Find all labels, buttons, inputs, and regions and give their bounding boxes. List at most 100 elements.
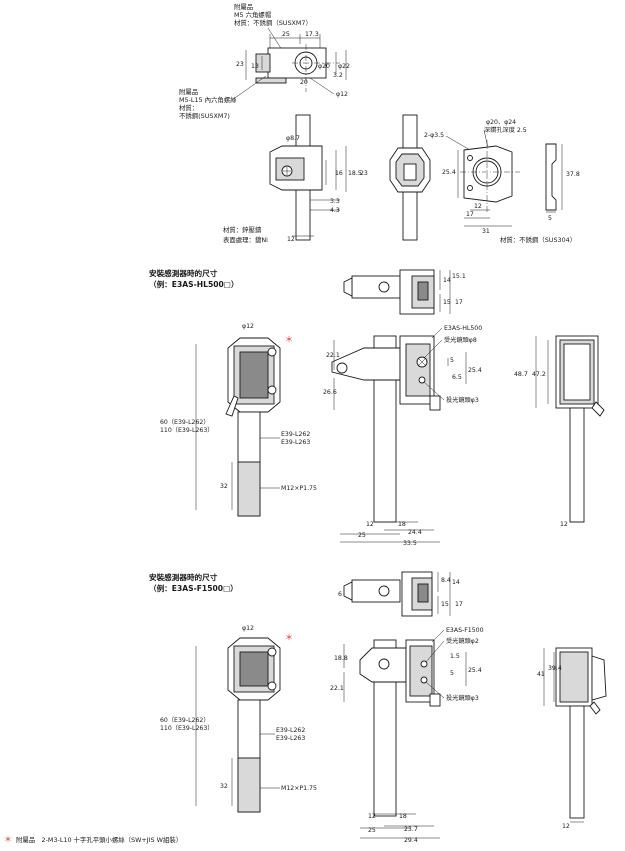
s2-dim-6: 6 [338, 591, 342, 598]
bracket-side-views: φ8.7 16 18.5 23 3.3 4.3 12 材質：鋅壓鑄 表面處理：鍍… [223, 114, 431, 244]
plate-dim-12: 12 [474, 203, 482, 210]
s2-part-l263: E39-L263 [276, 735, 305, 742]
s2-tx-note: 投光鏡頭φ3 [446, 694, 479, 702]
s2-star-mark: ＊ [285, 633, 293, 642]
section1-subtitle: （例：E3AS-HL500□） [149, 279, 239, 289]
s1-dim-12b: 12 [560, 521, 568, 528]
section-f1500: 安裝感測器時的尺寸 （例：E3AS-F1500□） 6 8.4 14 15 17… [149, 571, 607, 844]
s1-dim-12: 12 [366, 521, 374, 528]
material-finish: 表面處理：鍍Ni [223, 235, 268, 244]
accessory2-line2: M5-L15 內六角螺絲 [179, 95, 237, 104]
footnote-text: 附屬品 2-M3-L10 十字孔平頭小螺絲（SW+JIS W組裝） [16, 835, 182, 844]
accessory2-line4: 不銹鋼(SUSXM7) [179, 111, 230, 120]
dim-17-3: 17.3 [305, 31, 319, 38]
dim-4-3: 4.3 [330, 207, 340, 214]
s1-dim-14: 14 [443, 277, 451, 284]
dim-16: 16 [335, 170, 343, 177]
dim-phi8-7: φ8.7 [286, 135, 300, 142]
s2-model: E3AS-F1500 [446, 627, 484, 634]
s2-dim-15: 15 [441, 601, 449, 608]
plate-dim-31: 31 [482, 228, 490, 235]
s2-dim-32: 32 [220, 783, 228, 790]
s1-dim-33-5: 33.5 [403, 540, 417, 547]
dim-13: 13 [251, 63, 259, 70]
dim-3-3: 3.3 [330, 198, 340, 205]
s1-length-110: 110（E39-L263） [160, 427, 213, 434]
s1-part-l263: E39-L263 [281, 439, 310, 446]
s1-length-60: 60（E39-L262） [160, 419, 210, 426]
dim-25: 25 [282, 31, 290, 38]
plate-dim-25-4: 25.4 [442, 169, 456, 176]
section-hl500: 安裝感測器時的尺寸 （例：E3AS-HL500□） 14 15.1 15 17 … [149, 268, 605, 547]
plate-material: 材質：不銹鋼（SUS304） [500, 235, 576, 244]
dim-phi20: φ20 [318, 63, 330, 70]
s1-dim-25-4: 25.4 [468, 367, 482, 374]
s1-dim-5: 5 [450, 357, 454, 364]
bracket-top-view: 附屬品 M5 六角螺帽 材質：不銹鋼（SUSXM7） 25 17.3 23 13… [179, 2, 350, 120]
accessory2-line1: 附屬品 [179, 87, 198, 96]
dim-23: 23 [236, 61, 244, 68]
s2-length-110: 110（E39-L263） [160, 725, 213, 732]
plate-hole-note: 2-φ3.5 [424, 132, 444, 139]
s1-rx-note: 受光鏡頭φ8 [444, 336, 477, 344]
plate-dim-17: 17 [466, 211, 474, 218]
s1-dim-24-4: 24.4 [408, 529, 422, 536]
s2-dim-17: 17 [455, 601, 463, 608]
s1-part-l262: E39-L262 [281, 431, 310, 438]
dim-phi22: φ22 [338, 63, 350, 70]
dim-12: 12 [287, 236, 295, 243]
dim-20: 20 [300, 79, 308, 86]
plate-dim-37-8: 37.8 [566, 171, 580, 178]
s1-tx-note: 投光鏡頭φ3 [446, 396, 479, 404]
s1-dim-48-7: 48.7 [514, 371, 528, 378]
s2-dim-25: 25 [368, 827, 376, 834]
dim-18-5: 18.5 [348, 170, 362, 177]
s2-dim-39-4: 39.4 [548, 665, 562, 672]
s1-star-mark: ＊ [285, 335, 293, 344]
s1-dim-6-5: 6.5 [452, 374, 462, 381]
s2-dim-14: 14 [452, 579, 460, 586]
plate-counterbore-2: 深鑽孔深度 2.5 [484, 126, 527, 134]
s1-dim-47-2: 47.2 [532, 371, 546, 378]
accessory1-line3: 材質：不銹鋼（SUSXM7） [234, 18, 312, 27]
s2-dim-25-4: 25.4 [468, 667, 482, 674]
section2-subtitle: （例：E3AS-F1500□） [149, 583, 238, 593]
s2-dim-5: 5 [450, 670, 454, 677]
s1-dim-26-6: 26.6 [323, 389, 337, 396]
footnote: ＊ 附屬品 2-M3-L10 十字孔平頭小螺絲（SW+JIS W組裝） [4, 835, 182, 844]
s2-dim-22-1: 22.1 [330, 685, 344, 692]
mounting-plate: 2-φ3.5 φ20、φ24 深鑽孔深度 2.5 25.4 12 17 31 3… [424, 119, 580, 244]
s1-dim-15-1: 15.1 [452, 273, 466, 280]
s2-dim-18: 18 [399, 813, 407, 820]
s2-length-60: 60（E39-L262） [160, 717, 210, 724]
s2-dim-18-8: 18.8 [334, 655, 348, 662]
s2-thread: M12×P1.75 [281, 785, 317, 792]
section1-title: 安裝感測器時的尺寸 [149, 268, 218, 278]
s1-dim-22-1: 22.1 [326, 352, 340, 359]
s2-dim-29-4: 29.4 [404, 837, 418, 844]
accessory1-line2: M5 六角螺帽 [234, 10, 271, 19]
s2-dim-12: 12 [368, 813, 376, 820]
s1-dim-32: 32 [220, 483, 228, 490]
accessory2-line3: 材質： [179, 103, 198, 112]
s2-dim-8-4: 8.4 [441, 577, 451, 584]
footnote-mark: ＊ [4, 835, 12, 844]
s2-part-l262: E39-L262 [276, 727, 305, 734]
s2-dim-12b: 12 [562, 823, 570, 830]
s1-thread: M12×P1.75 [281, 485, 317, 492]
dim-23b: 23 [360, 170, 368, 177]
plate-counterbore-1: φ20、φ24 [486, 119, 516, 126]
dim-3-2: 3.2 [333, 72, 343, 79]
plate-dim-5: 5 [548, 215, 552, 222]
s1-dim-25: 25 [358, 532, 366, 539]
s2-dim-23-7: 23.7 [404, 826, 418, 833]
section2-title: 安裝感測器時的尺寸 [149, 572, 218, 582]
accessory1-line1: 附屬品 [234, 2, 253, 11]
s2-dim-phi12: φ12 [242, 625, 254, 632]
s2-rx-note: 受光鏡頭φ2 [446, 637, 479, 645]
s1-dim-phi12: φ12 [242, 323, 254, 330]
s1-dim-15: 15 [443, 299, 451, 306]
s1-dim-17: 17 [455, 299, 463, 306]
